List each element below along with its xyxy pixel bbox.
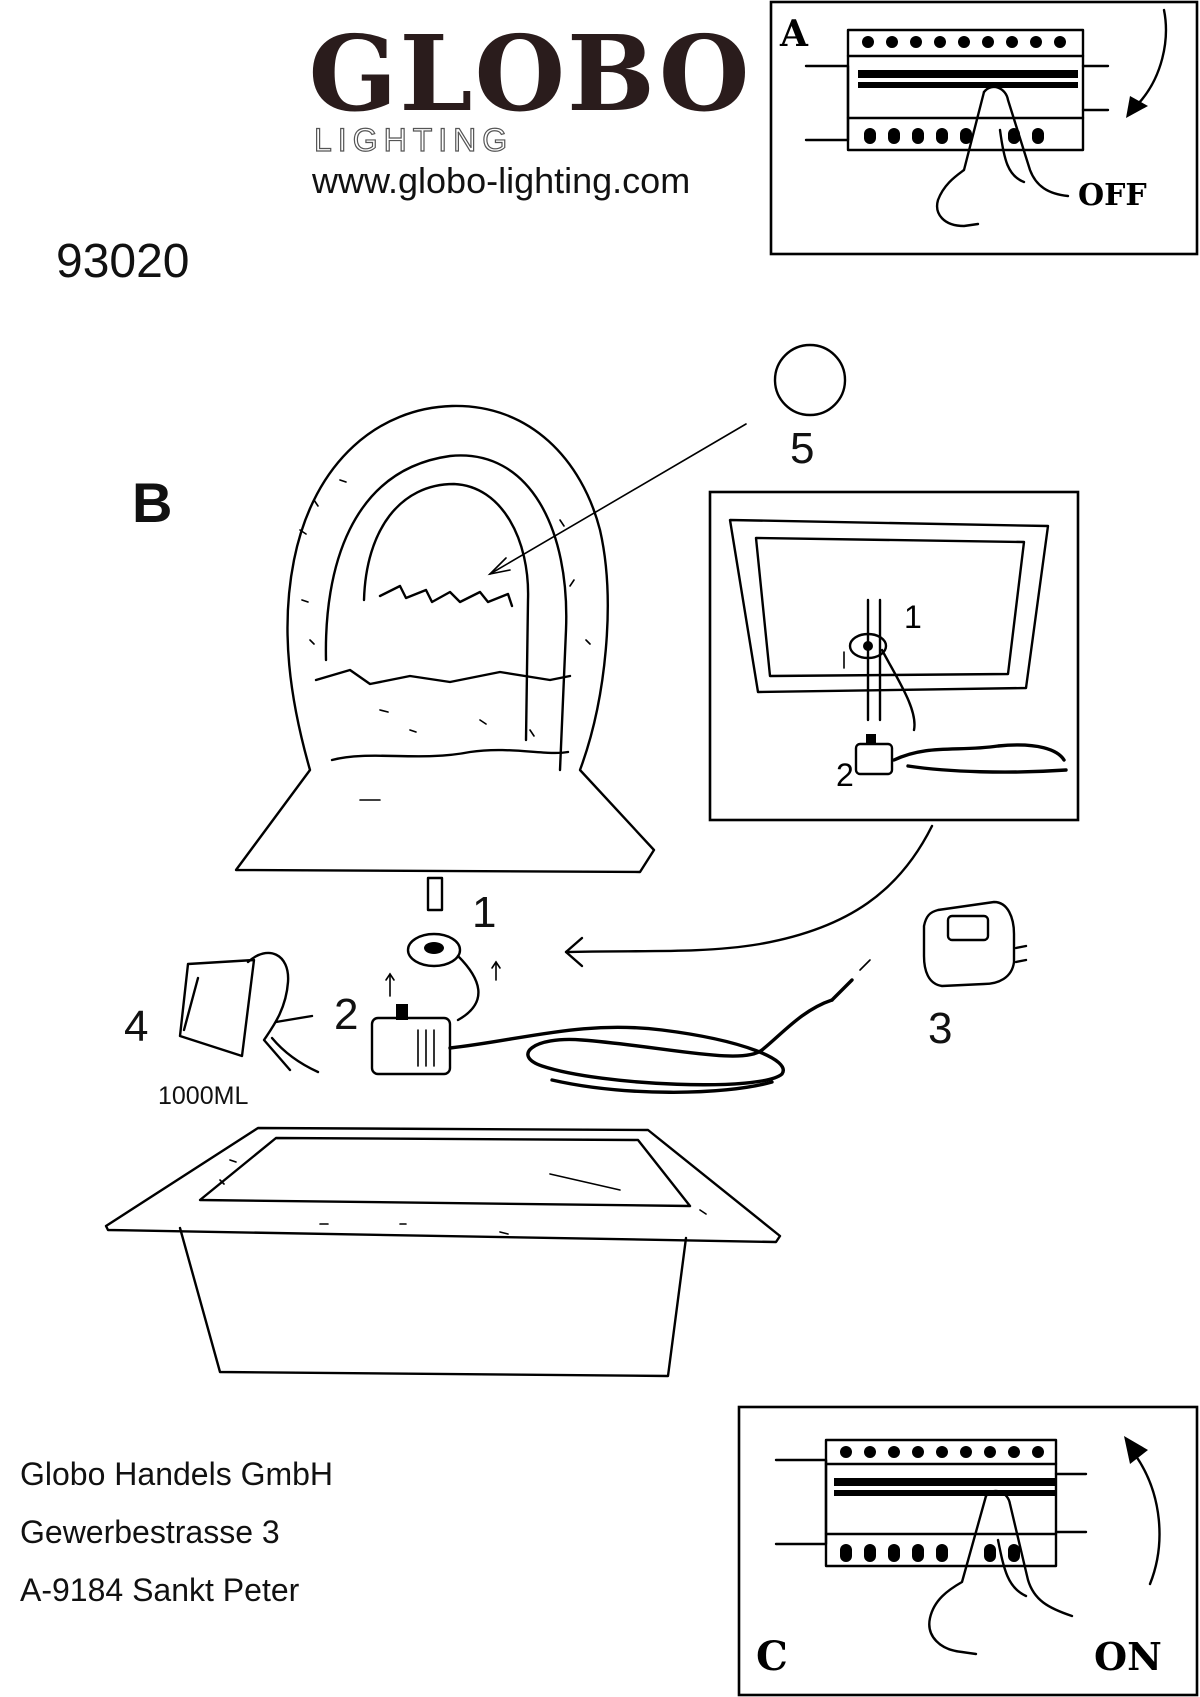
switch-off-label: OFF (1078, 178, 1147, 213)
panel-c-letter: C (756, 1633, 788, 1680)
panel-a: A OFF (769, 0, 1199, 256)
panel-a-frame (769, 0, 1199, 256)
panel-b-letter: B (132, 471, 173, 534)
city-address: A-9184 Sankt Peter (20, 1572, 300, 1608)
model-number: 93020 (56, 235, 190, 288)
callout-2: 2 (334, 990, 359, 1039)
nozzle-tube (426, 876, 444, 912)
breaker-panel-icon (804, 28, 1110, 152)
brand-sub: LIGHTING (313, 121, 514, 158)
power-cable (448, 998, 834, 1087)
fountain-icon (234, 404, 656, 874)
nozzle-head (406, 932, 462, 968)
pump-assembly (370, 876, 871, 1094)
inset-callout-2: 2 (836, 757, 854, 793)
breaker-panel-icon (774, 1438, 1088, 1568)
item-5-leader (487, 423, 747, 576)
pump-cable-short (456, 954, 480, 1022)
inset-pump-install: 1 2 (708, 490, 1080, 822)
inset-to-pump-arrow (564, 824, 934, 968)
rotate-arrow-icon (1134, 1454, 1161, 1586)
hand-icon (928, 1489, 1074, 1656)
inset-callout-1: 1 (904, 599, 922, 635)
panel-a-letter: A (779, 13, 809, 55)
street-address: Gewerbestrasse 3 (20, 1514, 280, 1550)
callout-3: 3 (928, 1004, 953, 1053)
adapter-icon (922, 900, 1028, 988)
panel-c: C ON (737, 1405, 1199, 1697)
hand-icon (935, 85, 1070, 228)
brand-url[interactable]: www.globo-lighting.com (312, 160, 691, 201)
light-bulb-icon (773, 343, 847, 417)
brand-logo: GLOBO LIGHTING (280, 22, 780, 159)
brand-name: GLOBO (308, 12, 752, 135)
pump-icon (370, 1004, 452, 1076)
switch-on-label: ON (1094, 1634, 1162, 1679)
callout-1: 1 (472, 888, 497, 937)
callout-4: 4 (124, 1002, 149, 1051)
panel-c-frame (737, 1405, 1199, 1697)
jug-icon (178, 951, 320, 1074)
basin-icon (104, 1126, 782, 1378)
company-name: Globo Handels GmbH (20, 1456, 334, 1492)
rotate-arrow-icon (1136, 8, 1168, 106)
water-volume: 1000ML (158, 1082, 249, 1110)
callout-5: 5 (790, 424, 815, 473)
